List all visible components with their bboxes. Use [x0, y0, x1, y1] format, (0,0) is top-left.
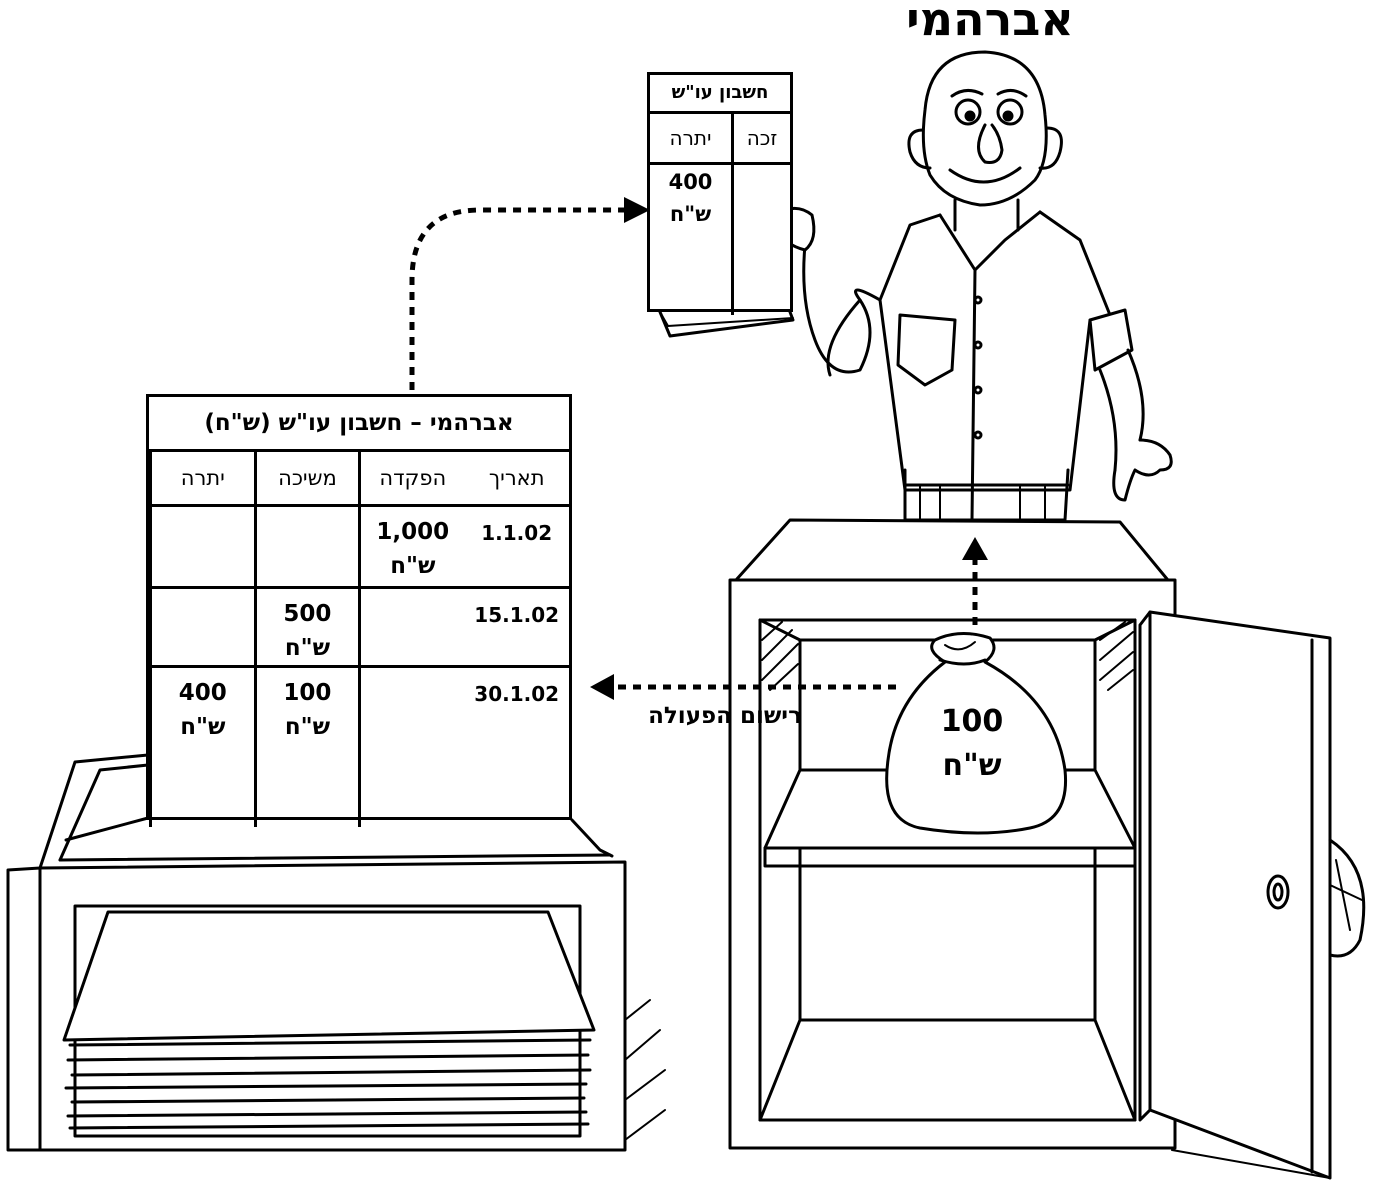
row-withdrawal: 100 ש"ח [253, 665, 360, 827]
printer-icon [6, 753, 666, 1152]
withdrawal-amount: 500 [283, 601, 332, 627]
receipt-credit-cell [734, 165, 790, 315]
header-date: תאריך [488, 466, 545, 490]
account-ledger: אברהמי – חשבון עו"ש (ש"ח) תאריך הפקדה מש… [146, 394, 572, 827]
row-balance: 400 ש"ח [149, 665, 256, 827]
header-deposit: הפקדה [358, 452, 465, 506]
row-withdrawal: 500 ש"ח [253, 586, 360, 667]
withdrawal-unit: ש"ח [284, 635, 331, 661]
safe-icon [728, 518, 1366, 1180]
row-deposit [358, 665, 465, 827]
table-row: 15.1.02 500 ש"ח [149, 586, 569, 667]
row-date: 1.1.02 [464, 504, 569, 588]
row-balance [149, 586, 256, 667]
receipt-col-credit: זכה [746, 126, 778, 150]
withdrawal-unit: ש"ח [284, 714, 331, 740]
row-withdrawal [253, 504, 360, 588]
row-date: 30.1.02 [464, 665, 569, 827]
money-bag-unit: ש"ח [942, 748, 1002, 783]
withdrawal-amount: 100 [283, 680, 332, 706]
money-bag-label: 100 ש"ח [902, 700, 1042, 788]
receipt-body: 400 ש"ח [650, 165, 790, 315]
balance-unit: ש"ח [180, 714, 226, 740]
receipt-balance-amount: 400 [668, 170, 713, 194]
deposit-amount: 1,000 [376, 519, 450, 545]
balance-amount: 400 [178, 680, 227, 706]
customer-name-title: אברהמי [906, 0, 1074, 46]
deposit-unit: ש"ח [390, 553, 436, 579]
money-bag-amount: 100 [940, 704, 1004, 739]
receipt-header-row: זכה יתרה [650, 114, 790, 165]
row-deposit: 1,000 ש"ח [358, 504, 465, 588]
ledger-header-row: תאריך הפקדה משיכה יתרה [149, 452, 570, 506]
row-balance [149, 504, 256, 588]
receipt-balance-cell: 400 ש"ח [650, 165, 734, 315]
table-row: 1.1.02 1,000 ש"ח [149, 504, 569, 588]
customer-figure-icon [775, 50, 1173, 522]
receipt-col-balance: יתרה [650, 114, 734, 162]
account-receipt: חשבון עו"ש זכה יתרה 400 ש"ח [647, 72, 793, 315]
money-bag-icon [885, 632, 1068, 835]
receipt-balance-unit: ש"ח [669, 202, 712, 226]
table-row: 30.1.02 100 ש"ח 400 ש"ח [149, 665, 569, 827]
row-date: 15.1.02 [464, 586, 569, 667]
ledger-title: אברהמי – חשבון עו"ש (ש"ח) [149, 397, 569, 452]
action-recording-label: רישום הפעולה [648, 703, 802, 729]
header-balance: יתרה [149, 452, 256, 506]
receipt-title: חשבון עו"ש [650, 75, 790, 114]
ledger-table: תאריך הפקדה משיכה יתרה 1.1.02 1,000 ש"ח 1… [149, 452, 569, 827]
row-deposit [358, 586, 465, 667]
header-withdrawal: משיכה [253, 452, 360, 506]
dotted-arrow-icon [409, 207, 978, 690]
